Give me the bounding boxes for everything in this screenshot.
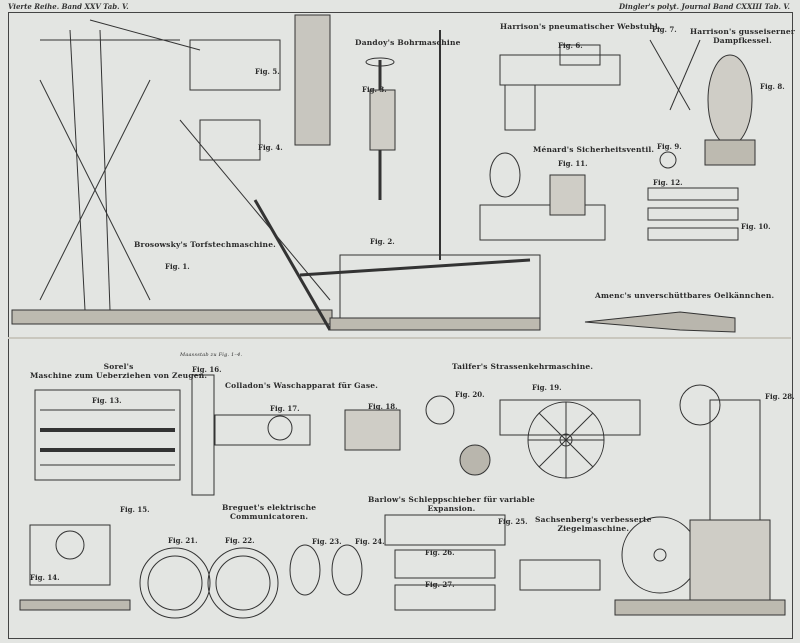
header-right: Dingler's polyt. Journal Band CXXIII Tab… <box>619 2 790 11</box>
fig10-drawing <box>647 187 739 241</box>
fig-1: Fig. 1. <box>165 262 190 271</box>
fig-5: Fig. 5. <box>255 67 280 76</box>
sachsenberg-drawing <box>519 384 786 616</box>
fig-23: Fig. 23. <box>312 537 342 546</box>
fig-27: Fig. 27. <box>425 580 455 589</box>
oil-can-drawing <box>584 311 736 333</box>
fig-22: Fig. 22. <box>225 536 255 545</box>
title-sachsenberg-line2: Ziegelmaschine. <box>557 524 630 533</box>
colladon-drawing <box>214 409 401 451</box>
fig-15: Fig. 15. <box>120 505 150 514</box>
fig-19: Fig. 19. <box>532 383 562 392</box>
fig-17: Fig. 17. <box>270 404 300 413</box>
brosowsky-drawing <box>11 14 333 331</box>
fig-18: Fig. 18. <box>368 402 398 411</box>
title-tailfer: Tailfer's Strassenkehrmaschine. <box>452 362 594 371</box>
fig-13: Fig. 13. <box>92 396 122 405</box>
title-colladon: Colladon's Waschapparat für Gase. <box>225 381 379 390</box>
title-harrison-boiler-line2: Dampfkessel. <box>713 36 772 45</box>
title-sorel-line2: Maschine zum Ueberziehen von Zeugen. <box>30 371 208 380</box>
fig-26: Fig. 26. <box>425 548 455 557</box>
harrison-loom-drawing <box>499 44 621 131</box>
title-sachsenberg-line1: Sachsenberg's verbesserte <box>535 515 652 524</box>
title-dandoy: Dandoy's Bohrmaschine <box>355 38 461 47</box>
title-harrison-loom: Harrison's pneumatischer Webstuhl. <box>500 22 661 31</box>
title-barlow-line1: Barlow's Schleppschieber für variable <box>368 495 535 504</box>
fig-8: Fig. 8. <box>760 82 785 91</box>
title-sorel-line1: Sorel's <box>103 362 134 371</box>
fig-24: Fig. 24. <box>355 537 385 546</box>
title-amenc: Amenc's unverschüttbares Oelkännchen. <box>595 291 775 300</box>
fig-7: Fig. 7. <box>652 25 677 34</box>
plate-border <box>8 12 793 639</box>
fig-4: Fig. 4. <box>258 143 283 152</box>
fig-10: Fig. 10. <box>741 222 771 231</box>
tailfer-drawing <box>425 395 641 479</box>
title-harrison-boiler-line1: Harrison's gusseiserner <box>690 27 795 36</box>
fig-3: Fig. 3. <box>362 85 387 94</box>
fig-25: Fig. 25. <box>498 517 528 526</box>
title-breguet-line2: Communicatoren. <box>229 512 309 521</box>
title-breguet-line1: Breguet's elektrische <box>222 503 317 512</box>
header-left: Vierte Reihe. Band XXV Tab. V. <box>8 2 129 11</box>
fig-6: Fig. 6. <box>558 41 583 50</box>
fig-28: Fig. 28. <box>765 392 795 401</box>
title-menard: Ménard's Sicherheitsventil. <box>533 145 655 154</box>
boiler-drawing <box>649 39 756 169</box>
fig-21: Fig. 21. <box>168 536 198 545</box>
sorel-drawing <box>34 374 215 496</box>
bottom-left-drawings <box>19 524 363 619</box>
barlow-drawing <box>384 514 506 611</box>
fig-20: Fig. 20. <box>455 390 485 399</box>
fig-11: Fig. 11. <box>558 159 588 168</box>
fig-2: Fig. 2. <box>370 237 395 246</box>
fig-9: Fig. 9. <box>657 142 682 151</box>
title-brosowsky: Brosowsky's Torfstechmaschine. <box>134 240 276 249</box>
fig-14: Fig. 14. <box>30 573 60 582</box>
title-barlow-line2: Expansion. <box>427 504 476 513</box>
dandoy-drawing <box>299 30 541 331</box>
fig-12: Fig. 12. <box>653 178 683 187</box>
scale-note: Maassstab zu Fig. 1–4. <box>180 352 243 358</box>
menard-drawing <box>479 152 606 241</box>
fig-16: Fig. 16. <box>192 365 222 374</box>
